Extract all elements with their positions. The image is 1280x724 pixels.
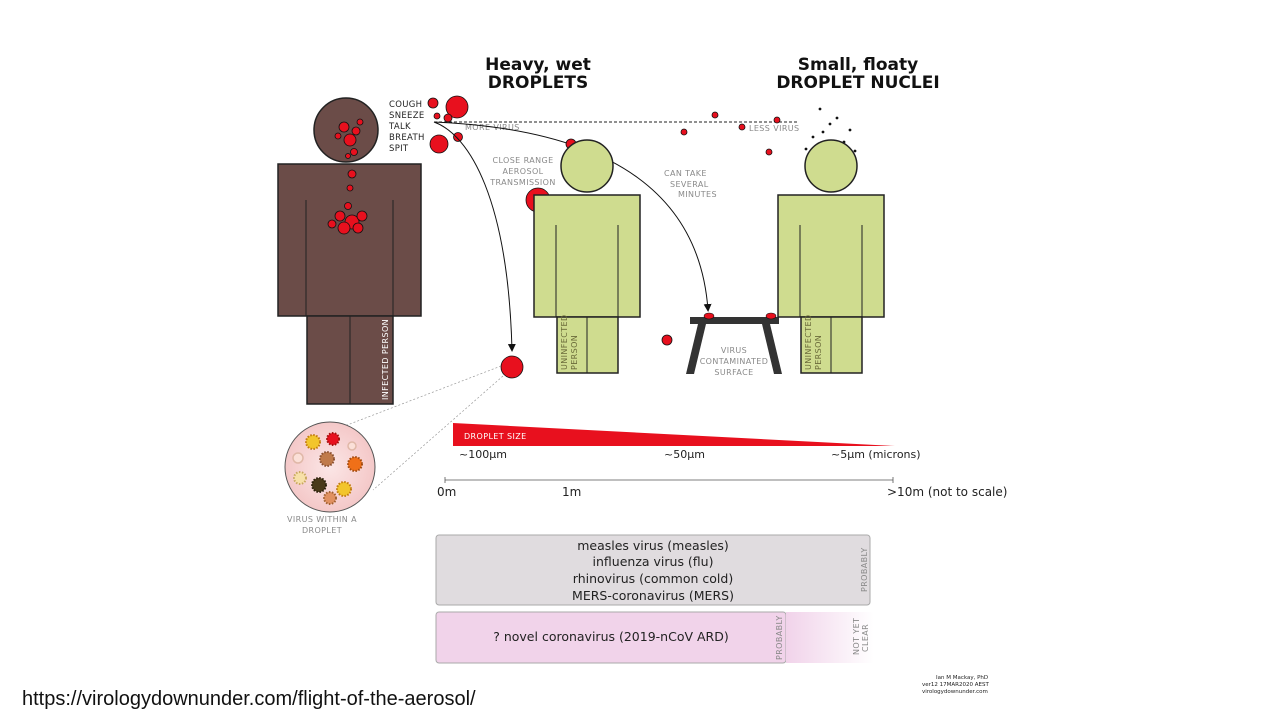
contaminated-table [686, 312, 782, 374]
infected-person-label: INFECTED PERSON [381, 319, 390, 400]
title-droplets-line1: Heavy, wet [485, 55, 591, 75]
surface-line3: SURFACE [714, 368, 753, 377]
action-sneeze: SNEEZE [389, 111, 425, 121]
virus-rhinovirus: rhinovirus (common cold) [573, 571, 733, 586]
source-url[interactable]: https://virologydownunder.com/flight-of-… [22, 688, 476, 710]
credit-site: virologydownunder.com [922, 689, 988, 695]
credit-version: ver12 17MAR2020 AEST [922, 682, 989, 688]
droplet-size-label: DROPLET SIZE [464, 432, 527, 441]
can-take-line1: CAN TAKE [664, 169, 707, 178]
distance-tick-0m: 0m [437, 485, 456, 499]
uninfected-right-label1: UNINFECTED [804, 314, 813, 370]
can-take-line2: SEVERAL [670, 180, 709, 189]
title-nuclei-line1: Small, floaty [798, 55, 918, 75]
virus-influenza: influenza virus (flu) [593, 554, 714, 569]
box2-probably-tag: PROBABLY [775, 615, 784, 660]
credit-author: Ian M Mackay, PhD [936, 675, 988, 681]
uninfected-right-label2: PERSON [814, 335, 823, 370]
uninfected-middle-label2: PERSON [570, 335, 579, 370]
virus-box-unclear-fade [786, 612, 874, 663]
box1-probably-tag: PROBABLY [860, 547, 869, 592]
virus-novel-coronavirus: ? novel coronavirus (2019-nCoV ARD) [493, 629, 729, 644]
uninfected-person-right: UNINFECTED PERSON [777, 139, 885, 374]
infected-droplets [327, 118, 368, 235]
action-spit: SPIT [389, 144, 409, 154]
emitted-droplets [427, 95, 469, 154]
arrow-to-surface [433, 121, 712, 312]
actions-list: COUGH SNEEZE TALK BREATH SPIT [388, 100, 425, 154]
size-tick-100um: ~100µm [459, 448, 507, 461]
less-virus-label: LESS VIRUS [749, 124, 800, 133]
surface-line2: CONTAMINATED [700, 357, 769, 366]
virus-box-probable [435, 534, 871, 606]
clear-label: CLEAR [861, 624, 870, 652]
action-breath: BREATH [389, 133, 425, 143]
more-virus-label: MORE VIRUS [465, 123, 520, 132]
size-tick-50um: ~50µm [664, 448, 705, 461]
droplet-size-wedge [453, 423, 895, 446]
not-yet-label: NOT YET [852, 618, 861, 655]
virus-within-line1: VIRUS WITHIN A [287, 515, 357, 524]
close-range-line1: CLOSE RANGE [492, 156, 553, 165]
title-droplets-line2: DROPLETS [488, 73, 588, 93]
distance-tick-1m: 1m [562, 485, 581, 499]
virus-measles: measles virus (measles) [577, 538, 729, 553]
can-take-line3: MINUTES [678, 190, 717, 199]
close-range-line3: TRANSMISSION [489, 178, 556, 187]
surface-line1: VIRUS [721, 346, 747, 355]
title-nuclei-line2: DROPLET NUCLEI [776, 73, 939, 93]
uninfected-middle-label1: UNINFECTED [560, 314, 569, 370]
size-tick-5um: ~5µm (microns) [831, 448, 921, 461]
action-cough: COUGH [389, 100, 422, 110]
uninfected-person-middle: UNINFECTED PERSON [533, 139, 641, 374]
virus-zoom [284, 365, 504, 513]
distance-tick-10m: >10m (not to scale) [887, 485, 1007, 499]
close-range-line2: AEROSOL [502, 167, 543, 176]
arrow-to-ground [433, 121, 516, 352]
virus-within-line2: DROPLET [302, 526, 342, 535]
virus-mers: MERS-coronavirus (MERS) [572, 588, 734, 603]
action-talk: TALK [388, 122, 411, 132]
